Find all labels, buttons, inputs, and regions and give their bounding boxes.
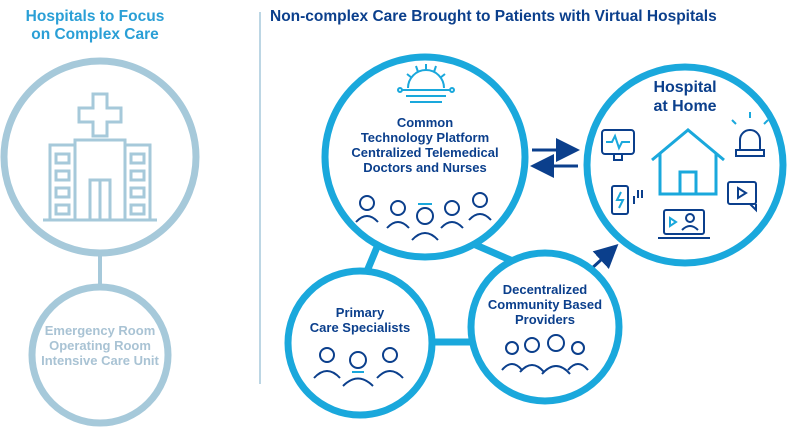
units-line-2: Operating Room <box>49 338 151 353</box>
community-line-2: Community Based <box>487 297 603 312</box>
platform-line-1: Common <box>396 115 454 130</box>
right-panel-title: Non-complex Care Brought to Patients wit… <box>270 8 717 25</box>
hospital-home-label: Hospital at Home <box>625 78 745 116</box>
hospital-home-line-1: Hospital <box>653 79 717 96</box>
platform-circle <box>321 53 529 261</box>
left-title-line-1: Hospitals to Focus <box>25 8 165 25</box>
primary-care-circle <box>284 267 436 419</box>
specialists-group-icon <box>313 347 404 387</box>
community-line-1: Decentralized <box>502 282 588 297</box>
alarm-light-icon <box>731 112 769 157</box>
hospital-building-icon <box>43 92 157 222</box>
primary-line-2: Care Specialists <box>309 320 411 335</box>
units-circle <box>28 283 172 427</box>
units-line-1: Emergency Room <box>44 323 156 338</box>
phone-charger-icon <box>611 185 643 215</box>
units-line-3: Intensive Care Unit <box>41 353 159 368</box>
community-line-3: Providers <box>515 312 575 327</box>
ecg-monitor-icon <box>601 129 635 161</box>
primary-line-1: Primary <box>335 305 385 320</box>
house-icon <box>651 128 725 196</box>
hospital-home-circle <box>583 63 787 267</box>
medical-staff-group-icon <box>355 192 492 241</box>
panel-divider <box>259 12 261 384</box>
hospital-circle <box>0 57 200 257</box>
community-label: Decentralized Community Based Providers <box>475 282 615 327</box>
primary-care-label: Primary Care Specialists <box>300 305 420 335</box>
platform-line-4: Doctors and Nurses <box>363 160 487 175</box>
left-panel-title: Hospitals to Focus on Complex Care <box>0 8 190 44</box>
laptop-doctor-icon <box>658 209 710 239</box>
platform-line-2: Technology Platform <box>360 130 490 145</box>
platform-line-3: Centralized Telemedical <box>351 145 499 160</box>
community-circle <box>467 249 623 405</box>
left-title-line-2: on Complex Care <box>31 26 159 43</box>
platform-label: Common Technology Platform Centralized T… <box>335 115 515 175</box>
units-label: Emergency Room Operating Room Intensive … <box>20 323 180 368</box>
arrow-community-to-home <box>588 243 619 272</box>
community-people-icon <box>501 334 589 375</box>
gear-circuit-icon <box>397 64 455 103</box>
hospital-home-line-2: at Home <box>653 98 717 115</box>
video-message-icon <box>727 181 757 213</box>
